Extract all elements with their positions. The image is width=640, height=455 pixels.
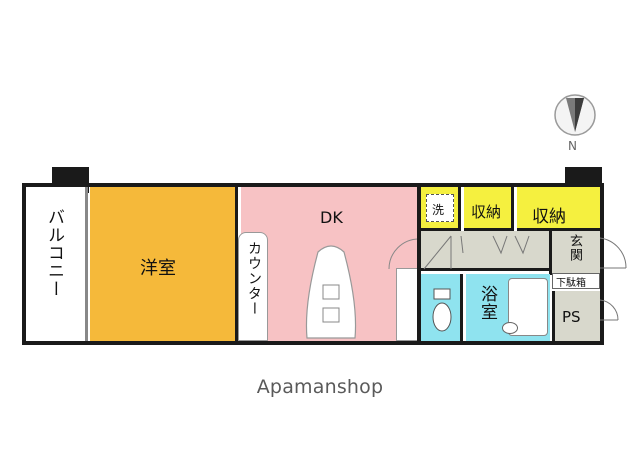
interior-wall-dk [417,187,421,341]
dk-label: DK [320,208,343,227]
bath-sink [502,322,518,334]
toilet-icon [432,288,452,332]
storage-2-label: 収納 [532,207,566,227]
laundry-box [426,194,454,222]
floor-plan: バルコニー 洋室 DK カウンター 洗 収納 収納 玄関 [22,167,627,345]
shoe-box [552,273,600,289]
entrance [549,231,600,275]
laundry-label: 洗 [432,203,445,217]
balcony [26,187,86,341]
balcony-label: バルコニー [44,208,64,298]
corridor [421,231,549,271]
entrance-door-swing [599,237,627,269]
ps-label: PS [562,308,581,326]
dk-door-swing [388,238,420,270]
shoe-box-label: 下駄箱 [556,278,586,289]
corridor-door-swings [423,235,530,270]
counter [238,232,268,341]
compass: N [552,92,598,154]
storage-1 [464,187,514,231]
kitchen-island [305,245,357,339]
north-label: N [568,139,577,153]
entrance-label-1: 玄関 [566,234,582,267]
storage-2 [517,187,600,231]
outer-wall [22,183,604,345]
ps-door [599,299,619,321]
watermark: Apamanshop [256,376,384,398]
western-room [90,187,238,341]
entrance-label: 玄関 [567,234,582,262]
ps [552,291,600,341]
counter-label: カウンター [246,241,262,316]
balcony-railing [85,187,88,341]
storage-1-label: 収納 [471,203,502,221]
bathroom-label: 浴室 [477,285,497,321]
compass-icon [554,94,596,136]
western-room-label: 洋室 [140,258,176,279]
dk-fridge-space [396,268,418,341]
